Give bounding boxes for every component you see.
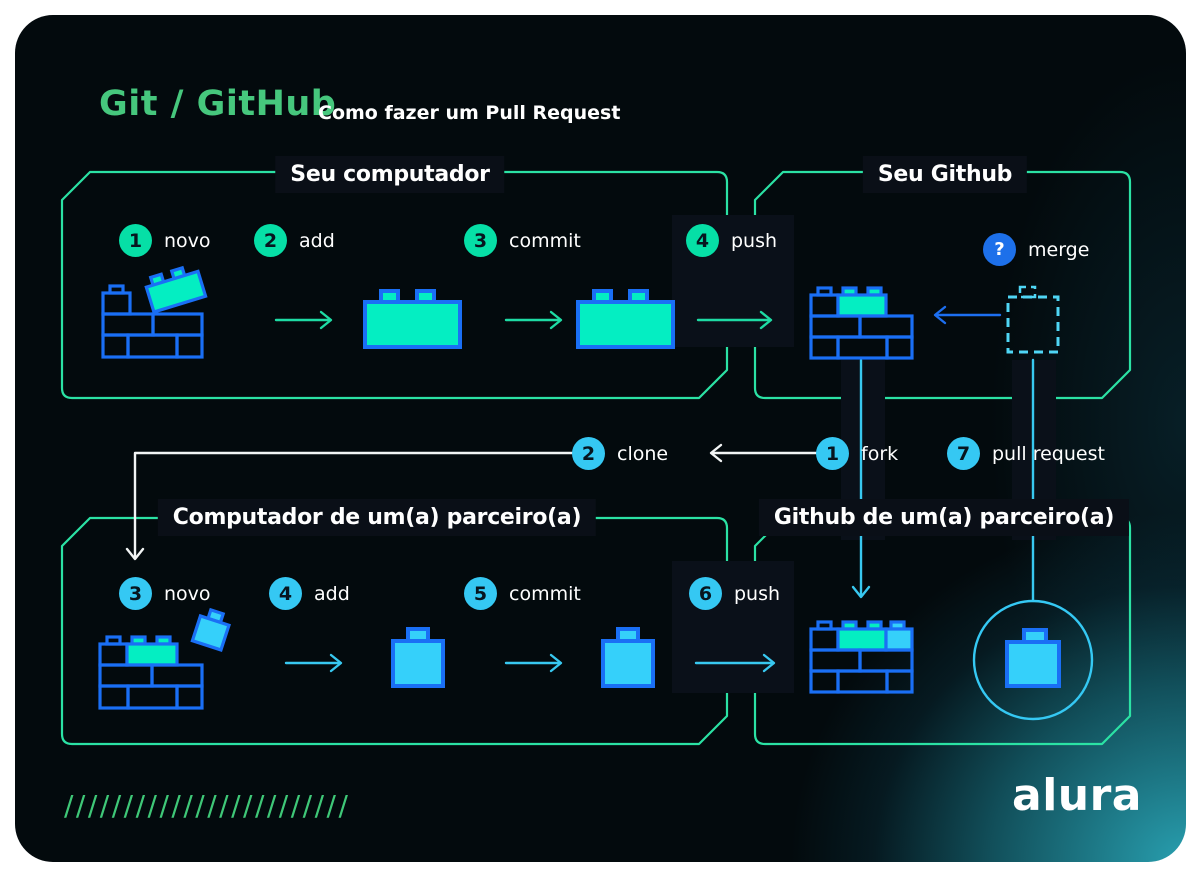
step-number-badge: 4 xyxy=(686,224,719,257)
step-commit: 3 commit xyxy=(464,224,581,257)
step-number-badge: 3 xyxy=(119,577,152,610)
arrow-right-icon xyxy=(504,653,563,673)
step-add: 2 add xyxy=(254,224,335,257)
alura-logo: alura xyxy=(1012,770,1142,821)
box-title-github-parceiro: Github de um(a) parceiro(a) xyxy=(758,499,1130,536)
connector-label: pull request xyxy=(992,442,1105,465)
clone-down-arrow-icon xyxy=(125,451,584,561)
step-push: 6 push xyxy=(689,577,780,610)
step-number-badge: 6 xyxy=(689,577,722,610)
step-label: commit xyxy=(509,229,581,252)
step-number-badge: 3 xyxy=(464,224,497,257)
box-border-seu-computador xyxy=(60,170,729,400)
dashed-brick-placeholder-icon xyxy=(1006,285,1060,354)
box-border-seu-github xyxy=(753,170,1132,400)
lego-brick-cyan-icon xyxy=(601,627,655,688)
connector-label: fork xyxy=(861,442,899,465)
step-label: commit xyxy=(509,582,581,605)
merge-arrow-left-icon xyxy=(933,305,1002,325)
step-novo: 1 novo xyxy=(119,224,211,257)
question-badge: ? xyxy=(983,233,1016,266)
step-label: add xyxy=(299,229,335,252)
connector-clone: 2 clone xyxy=(572,437,668,470)
step-merge: ? merge xyxy=(983,233,1089,266)
arrow-right-icon xyxy=(284,653,343,673)
new-brick-green-icon xyxy=(144,265,208,315)
lego-wall-icon xyxy=(809,286,914,360)
box-title-seu-github: Seu Github xyxy=(862,156,1028,193)
box-title-computador-parceiro: Computador de um(a) parceiro(a) xyxy=(157,499,597,536)
connector-pull-request: 7 pull request xyxy=(947,437,1105,470)
step-label: merge xyxy=(1028,238,1090,261)
lego-wall-icon xyxy=(101,265,208,359)
step-label: novo xyxy=(164,582,211,605)
step-number-badge: 1 xyxy=(119,224,152,257)
step-add: 4 add xyxy=(269,577,350,610)
lego-brick-cyan-icon xyxy=(1005,628,1061,688)
step-label: push xyxy=(734,582,781,605)
step-push: 4 push xyxy=(686,224,777,257)
page-title: Git / GitHub xyxy=(99,84,337,124)
circle-outline-icon xyxy=(972,599,1094,721)
page-subtitle: Como fazer um Pull Request xyxy=(318,102,621,124)
step-label: push xyxy=(731,229,778,252)
step-number-badge: 2 xyxy=(254,224,287,257)
step-label: novo xyxy=(164,229,211,252)
step-number-badge: 1 xyxy=(816,437,849,470)
lego-brick-green-icon xyxy=(363,289,462,349)
arrow-right-icon xyxy=(274,310,333,330)
box-title-seu-computador: Seu computador xyxy=(275,156,505,193)
lego-wall-icon xyxy=(809,620,914,694)
lego-brick-green-icon xyxy=(576,289,675,349)
step-number-badge: 4 xyxy=(269,577,302,610)
slashes-pattern: //////////////////////// xyxy=(64,789,351,822)
arrow-right-icon xyxy=(694,653,776,673)
connector-fork: 1 fork xyxy=(816,437,898,470)
step-number-badge: 5 xyxy=(464,577,497,610)
step-commit: 5 commit xyxy=(464,577,581,610)
new-brick-cyan-icon xyxy=(190,607,231,652)
step-label: add xyxy=(314,582,350,605)
fork-down-arrow-icon xyxy=(851,358,871,599)
step-number-badge: 2 xyxy=(572,437,605,470)
arrow-right-icon xyxy=(696,310,773,330)
step-number-badge: 7 xyxy=(947,437,980,470)
arrow-right-icon xyxy=(504,310,563,330)
lego-wall-icon xyxy=(98,607,231,710)
box-border-computador-parceiro xyxy=(60,516,729,746)
connector-label: clone xyxy=(617,442,669,465)
step-novo: 3 novo xyxy=(119,577,211,610)
lego-brick-cyan-icon xyxy=(391,627,445,688)
